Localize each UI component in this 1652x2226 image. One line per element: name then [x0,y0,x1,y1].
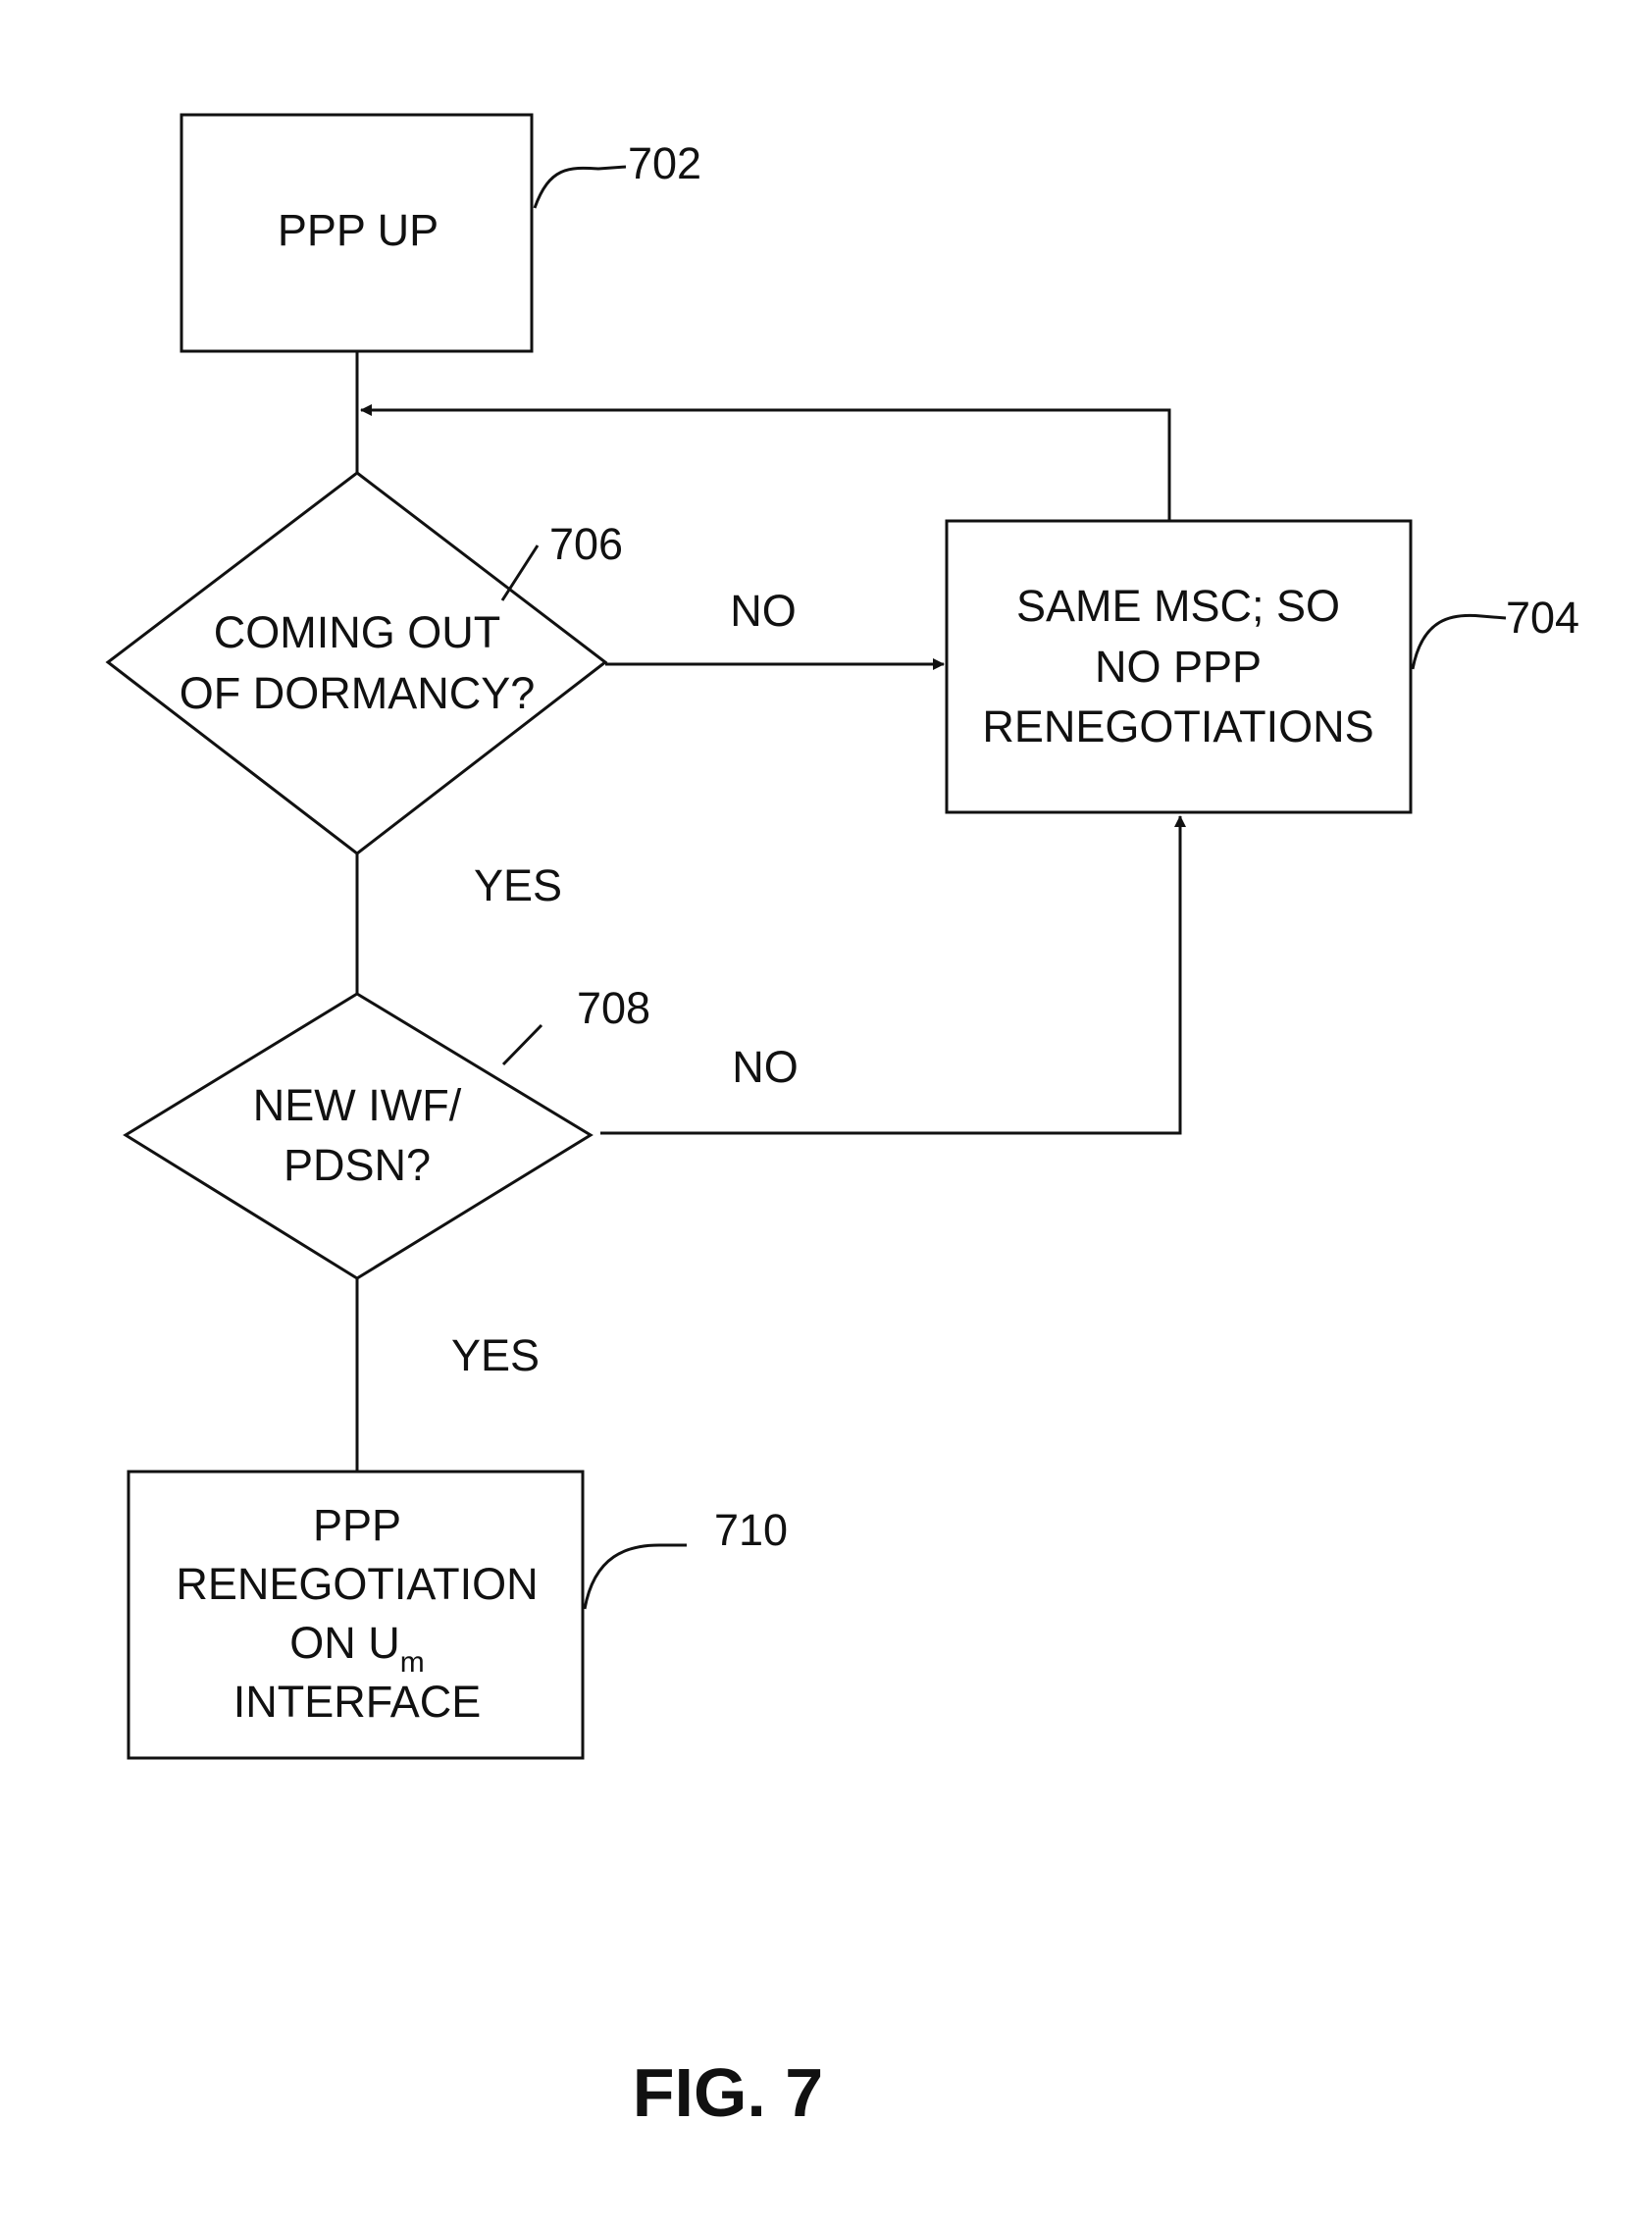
node-same-msc: SAME MSC; SO NO PPP RENEGOTIATIONS [947,521,1411,812]
arrow-new-iwf-no [600,816,1180,1133]
decision-new-iwf-line2: PDSN? [284,1140,431,1190]
same-msc-line3: RENEGOTIATIONS [982,701,1373,751]
ref-702: 702 [628,138,701,188]
label-new-iwf-no: NO [732,1042,799,1092]
same-msc-line1: SAME MSC; SO [1016,581,1340,631]
figure-label: FIG. 7 [633,2054,823,2131]
ref-708: 708 [577,983,650,1033]
label-dormancy-yes: YES [474,860,562,910]
decision-dormancy-line1: COMING OUT [214,607,500,657]
ref-706: 706 [549,519,623,569]
loop-back-arrow [361,410,1169,530]
renegotiation-line4: INTERFACE [233,1677,482,1727]
renegotiation-line2: RENEGOTIATION [176,1559,538,1609]
decision-new-iwf-diamond [126,994,591,1278]
decision-dormancy-diamond [108,473,605,854]
same-msc-line2: NO PPP [1095,642,1262,692]
node-decision-dormancy: COMING OUT OF DORMANCY? [108,473,605,854]
ref-706-leader [502,545,538,600]
node-renegotiation: PPP RENEGOTIATION ON Um INTERFACE [129,1472,583,1758]
ref-702-leader [535,167,626,208]
renegotiation-line1: PPP [313,1500,401,1550]
ref-704-leader [1413,615,1506,669]
node-decision-new-iwf: NEW IWF/ PDSN? [126,994,591,1278]
label-new-iwf-yes: YES [451,1330,540,1380]
label-dormancy-no: NO [730,586,797,636]
ref-704: 704 [1506,593,1579,643]
ref-708-leader [503,1025,542,1064]
decision-dormancy-line2: OF DORMANCY? [180,668,536,718]
ref-710: 710 [714,1505,788,1555]
ref-710-leader [585,1545,687,1609]
decision-new-iwf-line1: NEW IWF/ [253,1080,462,1130]
ppp-up-label: PPP UP [278,205,439,255]
node-ppp-up: PPP UP [181,115,532,351]
